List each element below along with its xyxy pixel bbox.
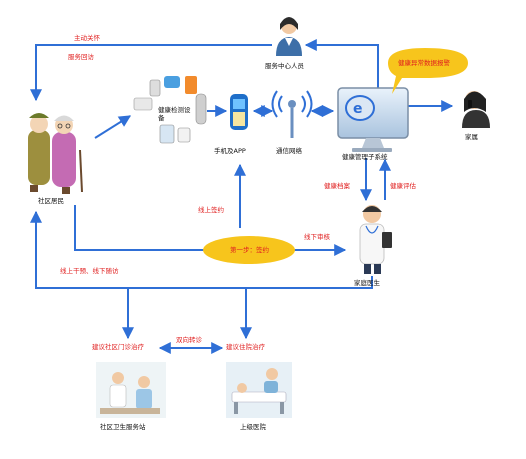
health-assessment-label: 健康评估 xyxy=(390,182,416,190)
service-staff-icon xyxy=(276,17,302,56)
svg-text:e: e xyxy=(353,101,363,117)
suggest-clinic-label: 建议社区门诊治疗 xyxy=(92,343,144,351)
offline-review-label: 线下审核 xyxy=(304,233,330,241)
proactive-care-label: 主动关怀 xyxy=(74,34,100,42)
health-system-icon: e xyxy=(337,87,409,152)
network-icon xyxy=(271,90,313,138)
hospital-label: 上级医院 xyxy=(240,423,266,431)
hospital-image xyxy=(226,362,292,418)
phone-app-label: 手机及APP xyxy=(214,147,246,155)
arrow-service-to-residents xyxy=(30,44,272,102)
network-label: 通信网络 xyxy=(276,147,302,155)
arrow-doctor-to-residents xyxy=(30,210,373,289)
intervention-label: 线上干预、线下随访 xyxy=(60,267,119,275)
residents-icon xyxy=(28,113,83,194)
step-one-ellipse xyxy=(203,236,295,264)
health-devices-icon xyxy=(133,76,207,144)
health-system-label: 健康管理子系统 xyxy=(342,153,388,161)
arrow-system-to-service xyxy=(304,39,379,90)
service-visit-label: 服务回访 xyxy=(68,53,94,61)
doctor-icon xyxy=(359,205,392,274)
suggest-hospital-label: 建议住院治疗 xyxy=(226,343,265,351)
community-clinic-image xyxy=(96,362,166,418)
two-way-referral-label: 双向转诊 xyxy=(176,336,202,344)
online-signing-label: 线上签约 xyxy=(198,206,224,214)
family-icon xyxy=(462,91,490,128)
arrow-residents-to-devices xyxy=(94,115,132,139)
service-staff-label: 服务中心人员 xyxy=(265,62,304,70)
community-clinic-label: 社区卫生服务站 xyxy=(100,423,146,431)
alert-callout xyxy=(388,48,468,94)
health-device-label: 健康检测设备 xyxy=(158,106,191,123)
family-label: 家属 xyxy=(465,133,478,141)
doctor-label: 家庭医生 xyxy=(354,279,380,287)
residents-label: 社区居民 xyxy=(38,197,64,205)
phone-icon xyxy=(230,94,248,130)
health-record-label: 健康档案 xyxy=(324,182,350,190)
alert-callout-text: 健康异常数据报警 xyxy=(398,59,450,67)
step-one-text: 第一步：签约 xyxy=(230,246,269,254)
